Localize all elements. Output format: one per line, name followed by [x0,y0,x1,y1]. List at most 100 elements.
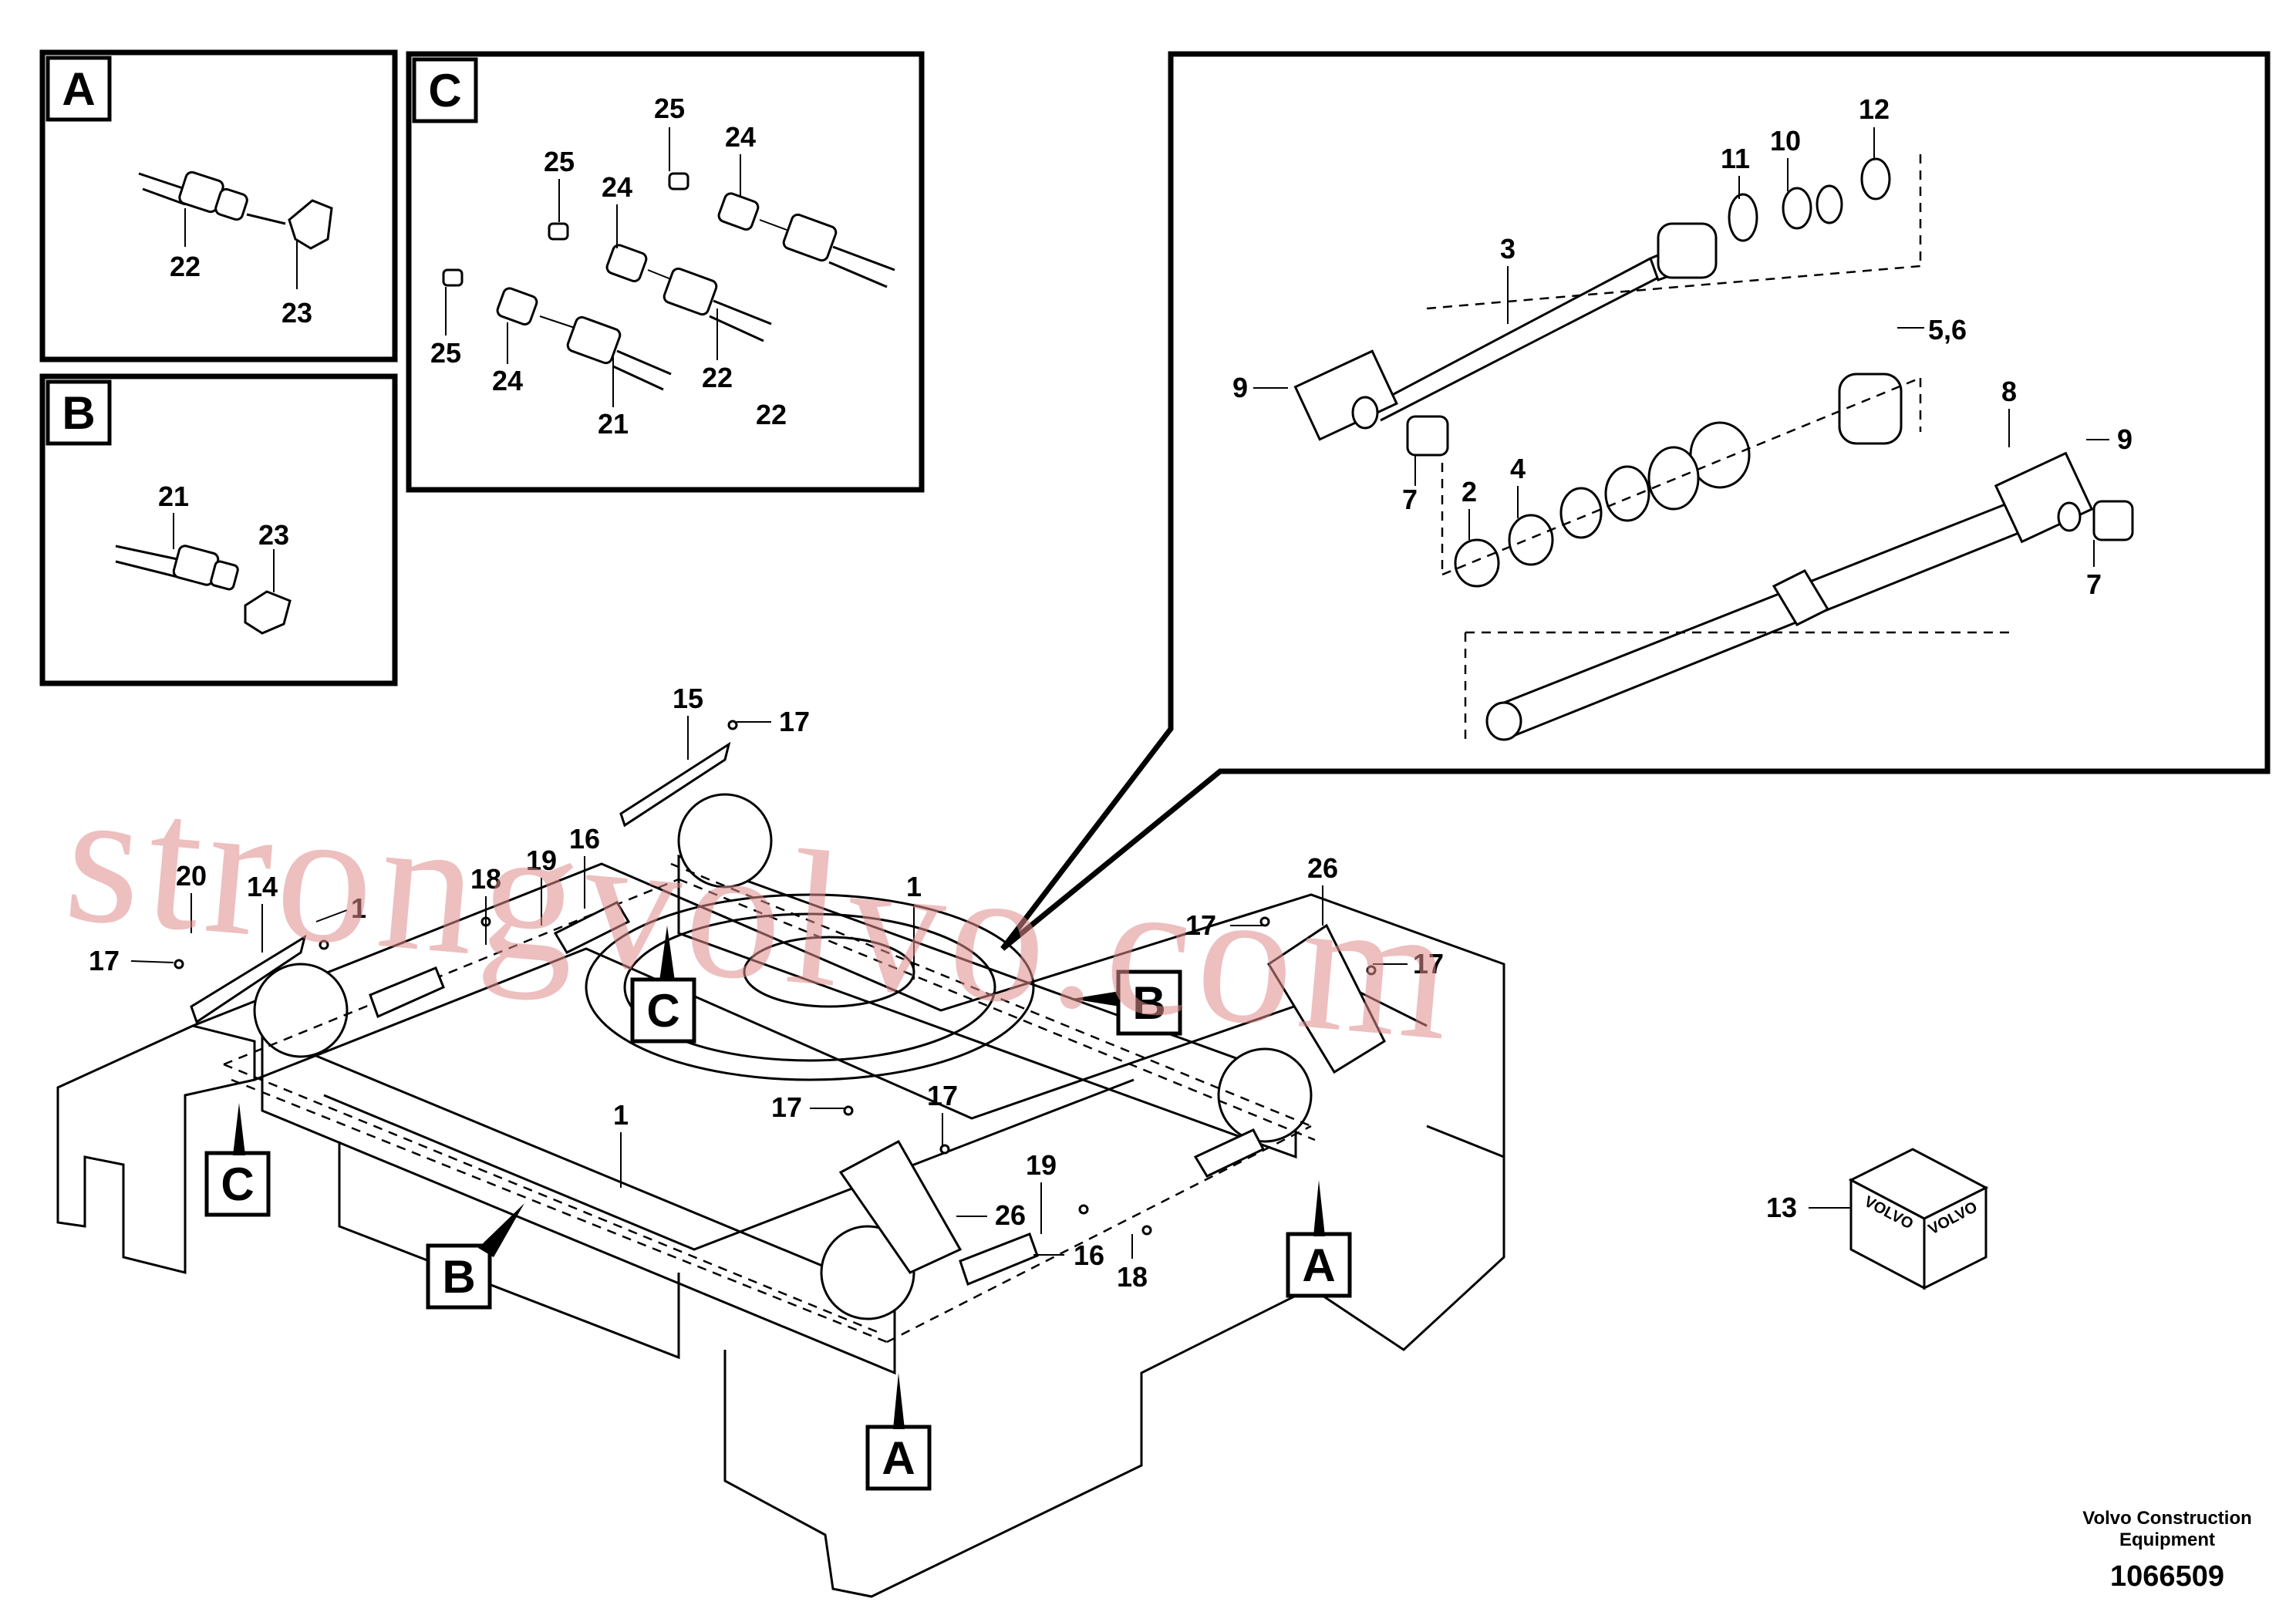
label-7: 7 [1402,484,1418,515]
hose-route [223,1063,884,1336]
wiper [1508,514,1554,566]
grease-nipple [442,268,464,287]
bushing [2092,500,2134,541]
frame-beam [338,1141,680,1360]
seal [1647,446,1700,511]
inset-a-key: A [62,63,95,115]
frame-top [192,862,1505,1157]
connector-fitting [244,590,292,635]
inset-a-key-box [46,56,112,122]
label-17: 17 [1185,909,1216,941]
barrel-band [1772,569,1830,626]
label-22: 22 [702,362,733,393]
bushing [1406,415,1449,457]
label-17: 17 [771,1091,802,1123]
inset-c-frame [406,51,925,493]
key-c-box [630,977,696,1044]
label-23: 23 [258,519,289,551]
hose-end [566,315,622,365]
label-1: 1 [906,871,922,902]
key-c: C [221,1158,254,1210]
label-21: 21 [158,481,189,512]
label-20: 20 [176,860,207,892]
frame-inner-edge [323,1078,1135,1251]
hose-route [231,1078,888,1344]
ring [1816,184,1843,224]
inset-c: C 25 25 24 25 24 22 24 21 [406,51,925,493]
label-3: 3 [1500,233,1515,265]
label-17: 17 [1413,948,1444,980]
label-9: 9 [2117,423,2132,455]
frame-right-side [723,1125,1505,1598]
label-24: 24 [725,121,756,153]
label-22: 22 [170,251,201,282]
axle-tube-rear [677,854,1297,1159]
label-26: 26 [995,1199,1026,1231]
label-24: 24 [602,171,632,203]
label-21: 21 [598,408,629,440]
inset-b-frame [39,373,398,686]
axle-tube-front [261,1031,896,1375]
label-13: 13 [1766,1192,1797,1223]
cylinder-upper [553,901,631,954]
key-a-box [865,1425,932,1491]
label-16: 16 [1074,1239,1104,1271]
hose-route [670,862,1312,1128]
label-17: 17 [779,706,810,737]
inset-b-key-box [46,379,112,446]
seal [1559,487,1603,539]
label-26: 26 [1307,852,1338,884]
label-18: 18 [470,863,501,895]
hose-route [886,1125,1312,1344]
label-2: 2 [1462,476,1477,508]
frame-left-end [56,1024,256,1274]
label-25: 25 [654,93,685,124]
inset-a: A 22 23 [39,49,398,363]
hose-end [782,213,838,262]
main-assembly: C C B B A A 15 17 20 14 1 17 18 19 16 [56,683,1989,1598]
cylinder-head [1838,373,1903,445]
elbow-fitting [288,199,333,250]
label-19: 19 [526,845,557,876]
label-7: 7 [2086,568,2102,600]
inset-c-key: C [428,65,461,116]
key-a: A [1302,1239,1335,1291]
drawing-number: 1066509 [2110,1560,2224,1593]
barrel-opening [1485,701,1522,741]
label-4: 4 [1510,453,1526,484]
label-1: 1 [351,892,366,924]
axle-flange [820,1225,915,1320]
cylinder-lower [1193,1128,1266,1178]
brand-line-2: Equipment [2119,1529,2215,1550]
parts-kit-box: VOLVO VOLVO [1848,1148,1989,1290]
slewing-ring-outer [585,893,1035,1081]
label-11: 11 [1721,143,1750,174]
label-25: 25 [430,337,461,369]
hose-nut [214,187,248,221]
label-8: 8 [2001,376,2017,407]
label-17: 17 [89,945,120,976]
key-b-box [426,1243,492,1310]
guard-plate-26 [1266,923,1386,1074]
hose-route [678,878,1316,1141]
axle-flange [253,963,349,1058]
adapter [717,192,760,231]
adapter [605,244,648,282]
cylinder-upper [369,966,445,1019]
label-25: 25 [544,146,575,177]
slewing-ring-inner [623,912,996,1062]
label-24: 24 [492,365,523,396]
label-17: 17 [927,1080,958,1111]
key-a: A [882,1432,915,1484]
hose-nut [210,560,239,591]
key-c: C [646,985,679,1037]
seal [1728,193,1758,242]
hose-end [663,267,718,316]
label-23: 23 [282,297,312,329]
label-16: 16 [569,823,600,855]
label-5-6: 5,6 [1928,314,1967,346]
label-9: 9 [1232,372,1248,403]
label-1: 1 [613,1099,629,1131]
guard-plate-26 [838,1139,963,1274]
